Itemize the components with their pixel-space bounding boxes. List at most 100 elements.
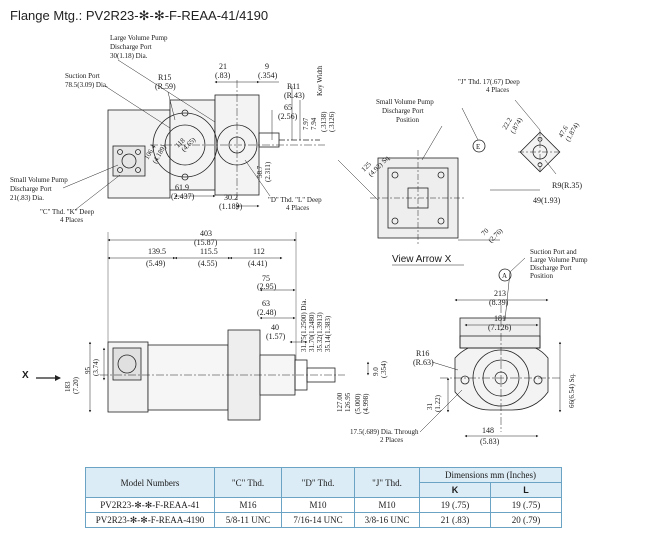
shaft-dia-1: 31.75(1.2500) Dia. [300, 298, 308, 352]
dim-587: 58.7 [256, 165, 264, 178]
small-pump-port-label-3: 21(.83) Dia. [10, 194, 44, 202]
suction-port-label-1: Suction Port [65, 72, 100, 80]
shaft-dia-4: 35.14(1.383) [324, 315, 332, 352]
small-pump-port-position-1: Small Volume Pump [376, 98, 434, 106]
top-view-labels: Large Volume Pump Discharge Port 30(1.18… [10, 34, 336, 224]
dim-112: 112 [253, 247, 265, 256]
dim-213-in: (8.39) [489, 298, 509, 307]
dim-619-in: (2.437) [171, 192, 195, 201]
c-thread-label-1: "C" Thd. "K" Deep [40, 208, 95, 216]
front-view [419, 257, 562, 438]
dim-148: 148 [482, 426, 494, 435]
dim-40-in: (1.57) [266, 332, 286, 341]
cell-l: 19 (.75) [490, 497, 562, 513]
small-pump-port-label-1: Small Volume Pump [10, 176, 68, 184]
dim-31-in: (1.22) [434, 394, 442, 412]
dim-148-in: (5.83) [480, 437, 500, 446]
dim-213: 213 [494, 289, 506, 298]
small-pump-port-label-2: Discharge Port [10, 185, 52, 193]
cell-model: PV2R23-✻-✻-F-REAA-4190 [85, 512, 215, 528]
dim-4998: (4.998) [362, 393, 370, 414]
col-d-thd: "D" Thd. [281, 467, 355, 498]
cell-c-thd: M16 [214, 497, 282, 513]
dim-70: 70 [480, 226, 491, 237]
circle-e-marker [472, 139, 486, 153]
dim-302: 30.2 [224, 193, 238, 202]
dim-66: 66(6.54) Sq. [568, 373, 576, 408]
dim-5000: (5.000) [354, 393, 362, 414]
circle-a-label: A [502, 272, 507, 280]
small-pump-port-position-2: Discharge Port [382, 107, 424, 115]
dim-r11: R11 [287, 82, 300, 91]
dim-75-in: (2.95) [257, 282, 277, 291]
dim-63: 63 [262, 299, 270, 308]
cell-k: 21 (.83) [419, 512, 491, 528]
dim-r9: R9(R.35) [552, 181, 582, 190]
dim-3126: (.3126) [328, 111, 336, 132]
dim-12695: 126.95 [344, 392, 352, 412]
suction-port-position-4: Position [530, 272, 553, 280]
view-x-drawing [337, 99, 562, 246]
dim-r15-in: (R.59) [155, 82, 176, 91]
spec-table: Model Numbers "C" Thd. "D" Thd. "J" Thd.… [85, 467, 562, 528]
dim-r16: R16 [416, 349, 429, 358]
dim-r11-in: (R.43) [284, 91, 305, 100]
dim-95: 95 [84, 367, 92, 375]
dim-1395-in: (5.49) [146, 259, 166, 268]
dim-797: 7.97 [302, 117, 310, 130]
col-k: K [419, 482, 491, 498]
dim-9-0: 9.0 [372, 367, 380, 376]
suction-port-label-2: 78.5(3.09) Dia. [65, 81, 108, 89]
dim-3138: (.3138) [320, 111, 328, 132]
col-l: L [490, 482, 562, 498]
table-row: PV2R23-✻-✻-F-REAA-41 M16 M10 M10 19 (.75… [85, 497, 562, 513]
dim-31: 31 [426, 403, 434, 411]
cell-d-thd: 7/16-14 UNC [281, 512, 355, 528]
dim-40: 40 [271, 323, 279, 332]
suction-port-position-3: Discharge Port [530, 264, 572, 272]
cell-model: PV2R23-✻-✻-F-REAA-41 [85, 497, 215, 513]
side-view [36, 232, 370, 421]
circle-e-label: E [476, 143, 480, 151]
cell-c-thd: 5/8-11 UNC [214, 512, 282, 528]
dim-587-in: (2.311) [264, 161, 272, 182]
front-view-labels: Suction Port and Large Volume Pump Disch… [350, 248, 588, 446]
dim-r15: R15 [158, 73, 171, 82]
dim-r16-in: (R.63) [413, 358, 434, 367]
suction-port-position-2: Large Volume Pump [530, 256, 588, 264]
dim-9: 9 [265, 62, 269, 71]
dim-302-in: (1.189) [219, 202, 243, 211]
j-thread-label-2: 4 Places [486, 86, 509, 94]
dim-75: 75 [262, 274, 270, 283]
dim-127: 127.00 [336, 392, 344, 412]
large-pump-port-label-1: Large Volume Pump [110, 34, 168, 42]
shaft-dia-2: 31.70(1.2480) [308, 312, 316, 352]
cell-j-thd: 3/8-16 UNC [354, 512, 420, 528]
dim-70-in: (2.76) [487, 226, 505, 244]
dim-65-in: (2.56) [278, 112, 298, 121]
d-thread-label-2: 4 Places [286, 204, 309, 212]
dim-1155: 115.5 [200, 247, 218, 256]
col-dimensions: Dimensions mm (Inches) [419, 467, 562, 483]
hole-label-2: 2 Places [380, 436, 403, 444]
dim-222-in: (.874) [509, 116, 525, 135]
dim-181-in: (7.126) [488, 323, 512, 332]
circle-a-marker [498, 268, 512, 282]
large-pump-port-label-3: 30(1.18) Dia. [110, 52, 148, 60]
c-thread-label-2: 4 Places [60, 216, 83, 224]
col-j-thd: "J" Thd. [354, 467, 420, 498]
dim-21-in: (.83) [215, 71, 231, 80]
top-view [62, 59, 325, 211]
j-thread-label-1: "J" Thd. 17(.67) Deep [458, 78, 520, 86]
dim-619: 61.9 [175, 183, 189, 192]
x-arrow-label: X [22, 370, 29, 381]
cell-k: 19 (.75) [419, 497, 491, 513]
dim-9-in: (.354) [258, 71, 278, 80]
dim-49: 49(1.93) [533, 196, 561, 205]
cell-d-thd: M10 [281, 497, 355, 513]
key-width-label: Key Width [316, 65, 324, 96]
dim-183-in: (7.20) [72, 376, 80, 394]
shaft-dia-3: 35.32(1.3913) [316, 312, 324, 352]
d-thread-label-1: "D" Thd. "L" Deep [268, 196, 322, 204]
dim-403-in: (15.87) [194, 238, 218, 247]
